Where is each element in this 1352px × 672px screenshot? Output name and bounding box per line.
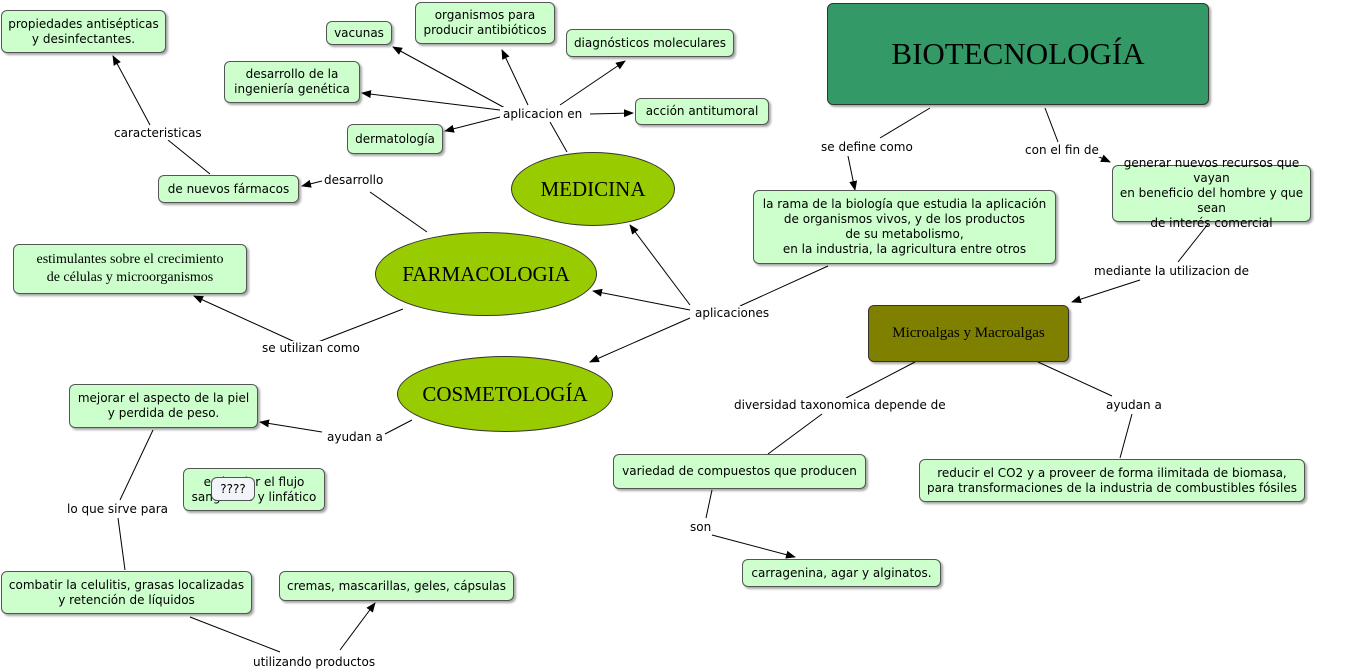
label-aplicacion-en: aplicacion en: [502, 107, 584, 121]
edge-line: [847, 155, 858, 191]
concept-cremas[interactable]: cremas, mascarillas, geles, cápsulas: [279, 571, 514, 601]
concept-diagnosticos[interactable]: diagnósticos moleculares: [566, 29, 734, 57]
edge-line: [117, 517, 126, 571]
label-se-utilizan-como: se utilizan como: [261, 341, 361, 355]
concept-estimulantes[interactable]: estimulantes sobre el crecimiento de cél…: [13, 244, 247, 294]
label-diversidad: diversidad taxonomica depende de: [733, 398, 947, 412]
concept-ingenieria[interactable]: desarrollo de la ingeniería genética: [224, 61, 360, 103]
edge-line: [1119, 413, 1133, 459]
biotecnologia-title-node[interactable]: BIOTECNOLOGÍA: [827, 3, 1209, 105]
medicina-node[interactable]: MEDICINA: [511, 152, 675, 226]
label-mediante: mediante la utilizacion de: [1093, 264, 1251, 278]
edge-line: [879, 107, 931, 139]
edge-line: [629, 224, 691, 306]
edge-line: [845, 361, 916, 399]
edge-line: [1177, 223, 1209, 263]
edge-line: [444, 116, 501, 133]
label-caracteristicas: caracteristicas: [113, 126, 203, 140]
label-ayudan-a-cosmetologia: ayudan a: [326, 430, 384, 444]
edge-line: [119, 429, 154, 501]
edge-line: [189, 616, 281, 653]
concept-piel[interactable]: mejorar el aspecto de la piel y perdida …: [69, 384, 258, 428]
concept-antibioticos[interactable]: organismos para producir antibióticos: [415, 2, 555, 44]
concept-recursos[interactable]: generar nuevos recursos que vayan en ben…: [1112, 156, 1311, 230]
edge-line: [369, 191, 428, 233]
label-ayudan-a-algas: ayudan a: [1105, 398, 1163, 412]
edge-line: [592, 288, 691, 311]
edge-line: [259, 419, 323, 433]
edge-line: [112, 55, 151, 126]
edge-line: [1071, 279, 1141, 304]
concept-antitumoral[interactable]: acción antitumoral: [635, 98, 769, 125]
edge-line: [589, 109, 634, 118]
label-desarrollo: desarrollo: [323, 173, 385, 187]
edge-line: [1044, 107, 1059, 143]
edge-line: [317, 308, 404, 343]
edge-line: [501, 49, 529, 106]
label-aplicaciones: aplicaciones: [694, 306, 771, 320]
label-se-define-como: se define como: [820, 140, 914, 154]
concept-celulitis[interactable]: combatir la celulitis, grasas localizada…: [1, 571, 252, 614]
edge-line: [705, 489, 713, 519]
concept-propiedades[interactable]: propiedades antisépticas y desinfectante…: [1, 10, 166, 53]
edge-line: [167, 139, 211, 175]
edge-line: [193, 295, 296, 343]
concept-vacunas[interactable]: vacunas: [326, 21, 392, 45]
edge-line: [392, 46, 506, 109]
edge-line: [361, 90, 501, 111]
placeholder-node[interactable]: ????: [211, 477, 255, 501]
label-con-el-fin-de: con el fin de: [1024, 143, 1100, 157]
edge-line: [559, 60, 626, 106]
farmacologia-node[interactable]: FARMACOLOGIA: [375, 232, 597, 316]
edge-line: [711, 534, 796, 559]
edge-line: [384, 419, 413, 435]
edge-line: [739, 265, 829, 307]
cosmetologia-node[interactable]: COSMETOLOGÍA: [397, 356, 613, 432]
concept-co2[interactable]: reducir el CO2 y a proveer de forma ilim…: [919, 459, 1305, 502]
edge-line: [549, 121, 568, 153]
edge-line: [767, 413, 823, 455]
label-utilizando-productos: utilizando productos: [252, 655, 377, 669]
concept-compuestos[interactable]: variedad de compuestos que producen: [613, 454, 866, 489]
edge-line: [339, 602, 376, 651]
label-lo-que-sirve-para: lo que sirve para: [66, 502, 169, 516]
edge-line: [1037, 361, 1113, 397]
concept-definicion[interactable]: la rama de la biología que estudia la ap…: [753, 190, 1056, 264]
edge-line: [301, 179, 323, 188]
concept-dermatologia[interactable]: dermatología: [347, 124, 443, 154]
edge-line: [589, 317, 691, 363]
label-son: son: [689, 520, 713, 534]
concept-farmacos[interactable]: de nuevos fármacos: [158, 175, 299, 203]
algas-node[interactable]: Microalgas y Macroalgas: [868, 305, 1069, 362]
concept-carragenina[interactable]: carragenina, agar y alginatos.: [742, 559, 941, 587]
